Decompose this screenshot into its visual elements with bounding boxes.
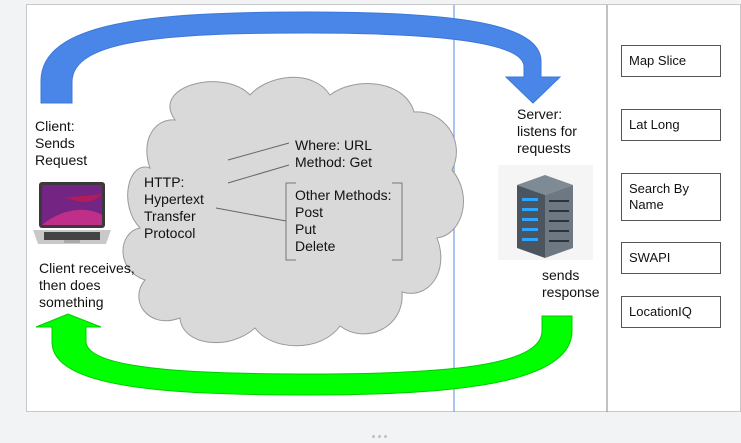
client-sends-label: Client: Sends Request (35, 118, 88, 168)
resize-grip[interactable] (372, 425, 390, 438)
map-slice-label: Map Slice (629, 53, 687, 68)
where-method-label: Where: URL Method: Get (295, 137, 373, 170)
connector-line-3 (215, 207, 287, 222)
http-label: HTTP: Hypertext Transfer Protocol (144, 174, 204, 241)
locationiq-button[interactable]: LocationIQ (621, 296, 721, 328)
diagram-svg (33, 5, 608, 412)
response-arrow[interactable] (35, 313, 573, 396)
other-methods-label: Other Methods: Post Put Delete (295, 187, 392, 254)
server-response-label: sends response (542, 267, 600, 300)
search-by-name-label: Search By Name (629, 181, 689, 212)
swapi-button[interactable]: SWAPI (621, 242, 721, 274)
methods-bracket (285, 182, 403, 261)
server-rack-icon (498, 165, 593, 260)
client-receives-label: Client receives, then does something (39, 260, 135, 310)
lat-long-button[interactable]: Lat Long (621, 109, 721, 141)
map-slice-button[interactable]: Map Slice (621, 45, 721, 77)
lat-long-label: Lat Long (629, 117, 680, 132)
laptop-icon (33, 182, 111, 244)
connector-line-2 (227, 164, 290, 184)
server-listens-label: Server: listens for requests (517, 106, 577, 156)
request-arrow[interactable] (40, 11, 562, 104)
locationiq-label: LocationIQ (629, 304, 692, 319)
swapi-label: SWAPI (629, 250, 671, 265)
search-by-name-button[interactable]: Search By Name (621, 173, 721, 221)
http-cloud[interactable] (122, 76, 465, 347)
connector-line-1 (227, 142, 290, 161)
